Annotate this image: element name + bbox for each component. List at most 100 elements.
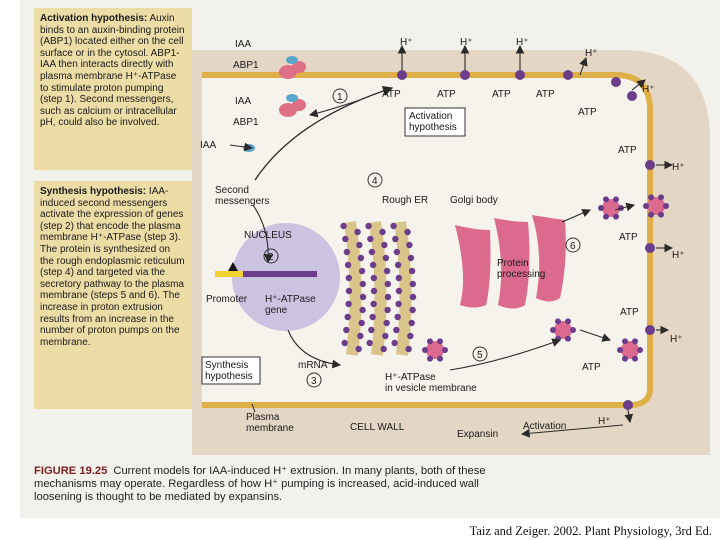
ribosome <box>368 326 375 334</box>
ribosome <box>358 267 366 275</box>
vesicle-body <box>554 321 572 339</box>
ribosome <box>384 293 392 301</box>
atp-label: ATP <box>619 232 638 243</box>
atp-label: ATP <box>582 362 601 373</box>
vesicle-pump <box>658 194 664 201</box>
atp-label: ATP <box>382 89 401 100</box>
ribosome <box>359 306 366 314</box>
vesicle-pump <box>603 213 609 220</box>
cell-wall-label: CELL WALL <box>350 422 405 433</box>
ribosome <box>367 235 374 243</box>
vesicle-pump <box>622 338 628 345</box>
ribosome <box>340 222 347 230</box>
golgi-body <box>455 215 566 309</box>
step-1: 1 <box>337 92 343 103</box>
vesicle-pump <box>437 338 443 345</box>
step-6: 6 <box>570 241 576 252</box>
vesicle-pump <box>648 211 654 218</box>
h-plus-label: H⁺ <box>400 37 413 48</box>
synthesis-box-label: Synthesis hypothesis <box>205 360 253 382</box>
h-plus-label: H⁺ <box>598 416 611 427</box>
ribosome <box>393 326 400 334</box>
vesicle-pump <box>427 355 433 362</box>
ribosome <box>380 345 387 353</box>
ribosome <box>409 280 417 288</box>
activation-label: Activation <box>523 421 566 432</box>
ribosome <box>382 254 390 262</box>
activation-box <box>404 107 466 137</box>
ribosome <box>365 222 372 230</box>
vesicle-pump <box>632 355 638 362</box>
atp-label: ATP <box>578 107 597 118</box>
ribosome <box>393 248 401 256</box>
ribosome <box>359 293 367 301</box>
golgi-label: Golgi body <box>450 195 498 206</box>
atp-label: ATP <box>620 307 639 318</box>
ribosome <box>342 235 349 243</box>
abp1-label-mid: ABP1 <box>233 117 259 128</box>
ribosome <box>344 261 352 269</box>
ribosome <box>406 241 413 249</box>
atp-label: ATP <box>536 89 555 100</box>
vesicle-body <box>602 199 620 217</box>
ribosome <box>356 241 363 249</box>
vesicle-pump <box>565 335 571 342</box>
protein-processing-label: Protein processing <box>497 258 545 280</box>
figure-panel: IAA ABP1 IAA ABP1 IAA Second messengers … <box>20 0 720 518</box>
activation-hypothesis-body: Auxin binds to an auxin-binding protein … <box>40 13 185 129</box>
ribosome <box>409 293 417 301</box>
ribosome <box>409 306 416 314</box>
vesicle-pump <box>565 318 571 325</box>
ribosome <box>379 228 386 236</box>
ribosome <box>370 300 377 308</box>
ribosome <box>382 332 389 340</box>
abp1-label-top: ABP1 <box>233 60 259 71</box>
ribosome <box>357 332 364 340</box>
vesicle-right-2 <box>643 194 669 218</box>
ribosome <box>408 319 415 327</box>
ribosome <box>343 326 350 334</box>
atp-label: ATP <box>618 145 637 156</box>
ribosome <box>368 248 376 256</box>
source-credit: Taiz and Zeiger. 2002. Plant Physiology,… <box>469 524 712 538</box>
plasma-membrane-label: Plasma membrane <box>246 412 294 434</box>
ribosome <box>343 248 351 256</box>
ribosome <box>395 287 403 295</box>
figure-number: FIGURE 19.25 <box>34 465 108 477</box>
caption-text: Current models for IAA-induced H⁺ extrus… <box>34 465 486 503</box>
vesicle-body <box>647 197 665 215</box>
rough-er-label: Rough ER <box>382 195 428 206</box>
ribosomes <box>340 222 417 353</box>
ribosome <box>357 254 365 262</box>
promoter-label: Promoter <box>206 294 248 305</box>
h-plus-label: H⁺ <box>460 37 473 48</box>
expansin-label: Expansin <box>457 429 498 440</box>
rough-er <box>344 221 412 356</box>
synthesis-hypothesis-body: IAA-induced second messengers activate t… <box>40 186 185 348</box>
ribosome <box>369 313 376 321</box>
ribosome <box>407 254 415 262</box>
mrna-label: mRNA <box>298 360 328 371</box>
h-plus-label: H⁺ <box>672 250 685 261</box>
ribosome <box>359 280 367 288</box>
ribosome <box>345 300 352 308</box>
ribosome <box>354 228 361 236</box>
ribosome <box>345 274 353 282</box>
vesicle-pump <box>422 347 428 353</box>
step-4: 4 <box>372 176 378 187</box>
vesicle-pump <box>622 355 628 362</box>
ribosome <box>366 339 373 347</box>
ribosome <box>383 319 390 327</box>
vesicle-pump <box>632 338 638 345</box>
h-plus-label: H⁺ <box>672 162 685 173</box>
vesicle-pump <box>550 327 556 333</box>
abp1-receptor-surface <box>279 56 306 79</box>
vesicle-pump <box>663 203 669 209</box>
ribosome <box>370 274 378 282</box>
vesicle-right-1 <box>598 196 624 220</box>
ribosome <box>369 261 377 269</box>
gene-bar <box>243 271 317 277</box>
vesicle-pump <box>437 355 443 362</box>
vesicle-pump <box>617 347 623 353</box>
